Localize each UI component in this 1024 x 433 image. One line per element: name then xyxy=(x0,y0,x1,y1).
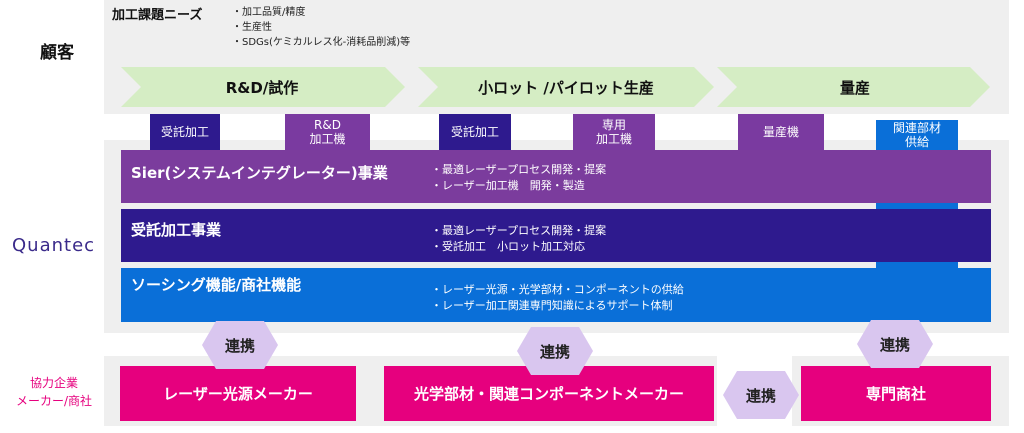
collab-hexagon-4 xyxy=(723,371,799,419)
business-contract-processing: 受託加工事業 ・最適レーザープロセス開発・提案 ・受託加工 小ロット加工対応 xyxy=(121,209,991,262)
business-item: ・レーザー光源・光学部材・コンポーネントの供給 xyxy=(431,283,684,296)
tab-label: R&D xyxy=(314,118,341,132)
business-item: ・受託加工 小ロット加工対応 xyxy=(431,240,585,253)
tab-label: 関連部材 xyxy=(892,121,941,135)
partner-name: レーザー光源メーカー xyxy=(163,385,313,403)
partner-optical-component-maker: 光学部材・関連コンポーネントメーカー xyxy=(384,366,714,421)
business-title: 受託加工事業 xyxy=(131,221,222,239)
tab-label: 加工機 xyxy=(595,132,632,146)
business-item: ・最適レーザープロセス開発・提案 xyxy=(431,224,607,237)
tab-label: 受託加工 xyxy=(160,125,209,139)
tab-label: 受託加工 xyxy=(450,125,499,139)
needs-item: ・SDGs(ケミカルレス化-消耗品削減)等 xyxy=(232,37,411,48)
customer-label: 顧客 xyxy=(40,43,74,63)
tab-label: 供給 xyxy=(904,135,929,149)
stage-chevron-mass xyxy=(717,67,990,107)
tab-dedicated-machine: 専用 加工機 xyxy=(573,114,655,150)
business-item: ・レーザー加工機 開発・製造 xyxy=(431,179,585,192)
collab-label-3: 連携 xyxy=(880,336,910,354)
stage-label-mass: 量産 xyxy=(840,79,870,97)
tab-contract-processing-pilot: 受託加工 xyxy=(439,114,511,150)
business-sourcing: ソーシング機能/商社機能 ・レーザー光源・光学部材・コンポーネントの供給 ・レー… xyxy=(121,268,991,322)
needs-title: 加工課題ニーズ xyxy=(112,8,203,23)
stage-chevron-rd xyxy=(121,67,405,107)
tab-mass-production-machine: 量産機 xyxy=(738,114,824,150)
collab-label-2: 連携 xyxy=(540,343,570,361)
business-item: ・最適レーザープロセス開発・提案 xyxy=(431,163,607,176)
stage-label-rd: R&D/試作 xyxy=(226,79,299,97)
stage-chevron-pilot xyxy=(418,67,714,107)
needs-list: ・加工品質/精度 ・生産性 ・SDGs(ケミカルレス化-消耗品削減)等 xyxy=(232,5,410,50)
business-item: ・レーザー加工関連専門知識によるサポート体制 xyxy=(431,299,673,312)
partner-label-line2: メーカー/商社 xyxy=(15,394,93,408)
tab-label: 加工機 xyxy=(309,132,346,146)
partner-specialized-trader: 専門商社 xyxy=(801,366,991,421)
business-items: ・最適レーザープロセス開発・提案 ・レーザー加工機 開発・製造 xyxy=(431,162,606,194)
business-title: ソーシング機能/商社機能 xyxy=(131,276,302,294)
needs-item: ・生産性 xyxy=(232,22,272,33)
collab-label-4: 連携 xyxy=(746,387,776,405)
partner-name: 専門商社 xyxy=(865,385,926,403)
partner-label: 協力企業 メーカー/商社 xyxy=(6,374,102,410)
collab-hexagon-3 xyxy=(857,320,933,368)
business-sier: Sier(システムインテグレーター)事業 ・最適レーザープロセス開発・提案 ・レ… xyxy=(121,150,991,203)
tab-rd-machine: R&D 加工機 xyxy=(285,114,370,150)
collab-hexagon-2 xyxy=(517,327,593,375)
collab-hexagon-1 xyxy=(202,321,278,369)
partner-laser-source-maker: レーザー光源メーカー xyxy=(120,366,356,421)
collab-label-1: 連携 xyxy=(225,337,255,355)
tab-contract-processing-rd: 受託加工 xyxy=(150,114,220,150)
tab-label: 量産機 xyxy=(762,125,799,139)
business-title: Sier(システムインテグレーター)事業 xyxy=(131,164,388,182)
partner-name: 光学部材・関連コンポーネントメーカー xyxy=(413,385,684,403)
business-items: ・レーザー光源・光学部材・コンポーネントの供給 ・レーザー加工関連専門知識による… xyxy=(431,282,684,314)
needs-item: ・加工品質/精度 xyxy=(232,7,306,18)
quantec-logo: Quantec xyxy=(12,235,96,256)
business-items: ・最適レーザープロセス開発・提案 ・受託加工 小ロット加工対応 xyxy=(431,223,606,255)
stage-label-pilot: 小ロット /パイロット生産 xyxy=(478,79,654,97)
tab-related-parts-supply: 関連部材 供給 xyxy=(876,120,958,150)
partner-label-line1: 協力企業 xyxy=(29,376,78,390)
tab-label: 専用 xyxy=(601,118,626,132)
